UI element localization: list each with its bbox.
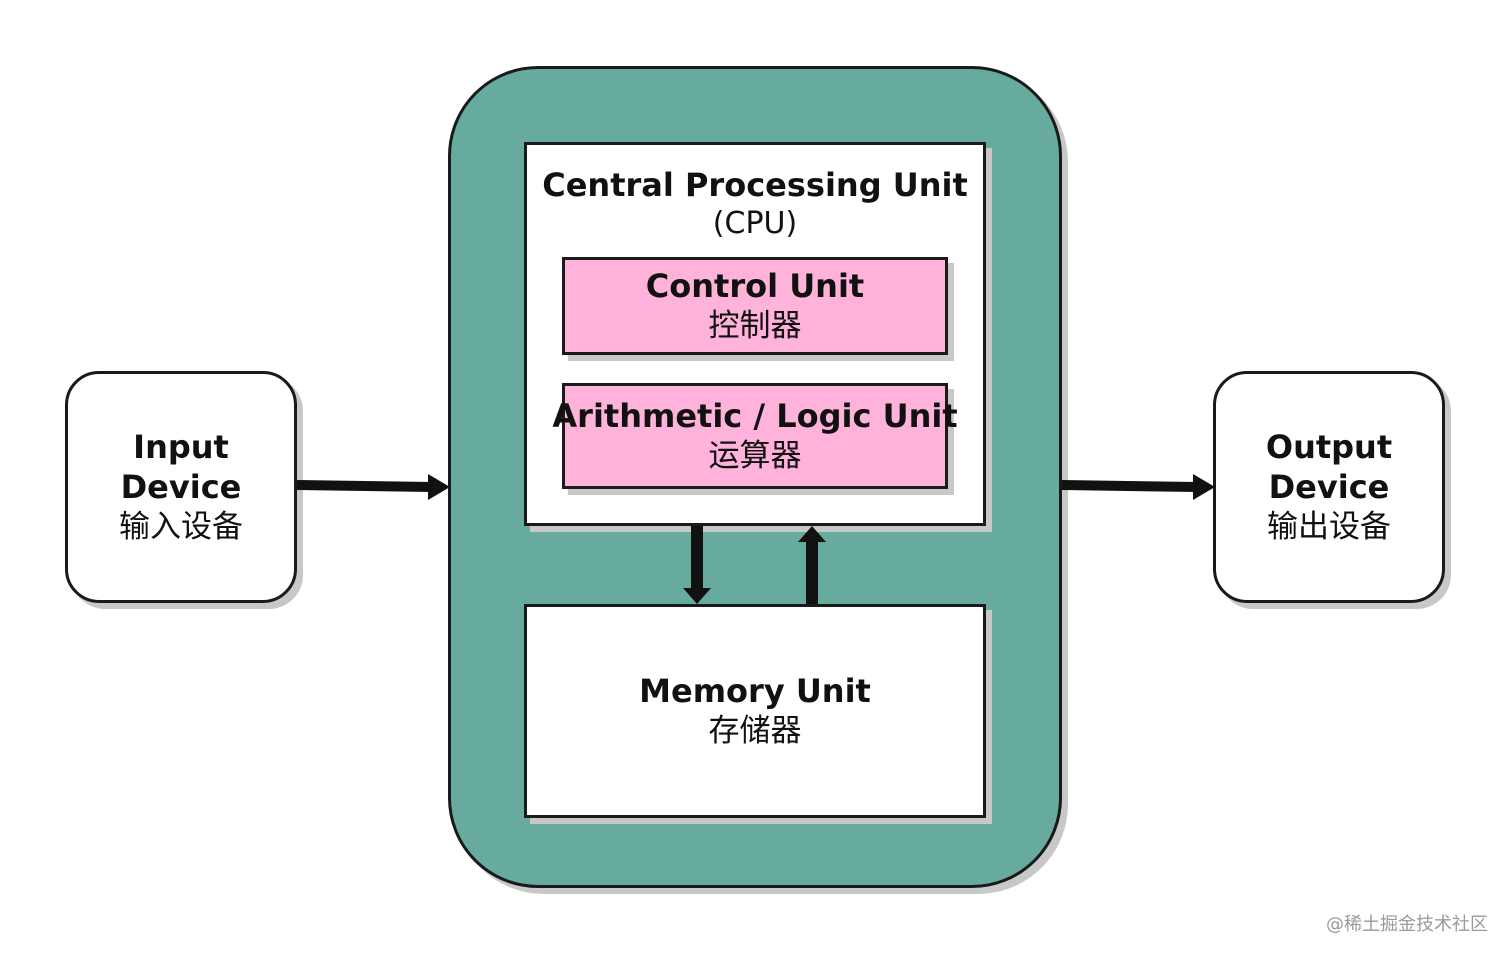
input-device-zh-label: 输入设备 [119,509,243,545]
input-device-node: Input Device 输入设备 [65,371,297,603]
cpu-abbreviation: (CPU) [712,206,798,241]
input-device-title-line2: Device [120,468,242,506]
cpu-title: Central Processing Unit [542,166,968,204]
memory-to-cpu-arrow-head [798,526,826,542]
computer-to-output-arrow-shaft [1061,480,1198,492]
alu-zh-label: 运算器 [708,438,802,474]
input-to-computer-arrow-head [428,474,450,500]
watermark-text: @稀土掘金技术社区 [1326,914,1488,935]
alu-title: Arithmetic / Logic Unit [552,397,958,435]
computer-to-output-arrow-head [1193,474,1215,500]
cpu-to-memory-arrow-head [683,588,711,604]
control-unit-zh-label: 控制器 [708,308,802,344]
output-device-zh-label: 输出设备 [1267,509,1391,545]
output-device-title-line2: Device [1268,468,1390,506]
input-device-title-line1: Input [133,428,229,466]
memory-unit-node: Memory Unit 存储器 [524,604,986,818]
output-device-title-line1: Output [1265,428,1393,466]
memory-unit-zh-label: 存储器 [708,713,802,749]
output-device-node: Output Device 输出设备 [1213,371,1445,603]
alu-node: Arithmetic / Logic Unit 运算器 [552,383,958,489]
memory-unit-title: Memory Unit [639,672,871,710]
control-unit-title: Control Unit [645,267,865,305]
input-to-computer-arrow-shaft [296,480,433,492]
control-unit-node: Control Unit 控制器 [562,257,948,355]
